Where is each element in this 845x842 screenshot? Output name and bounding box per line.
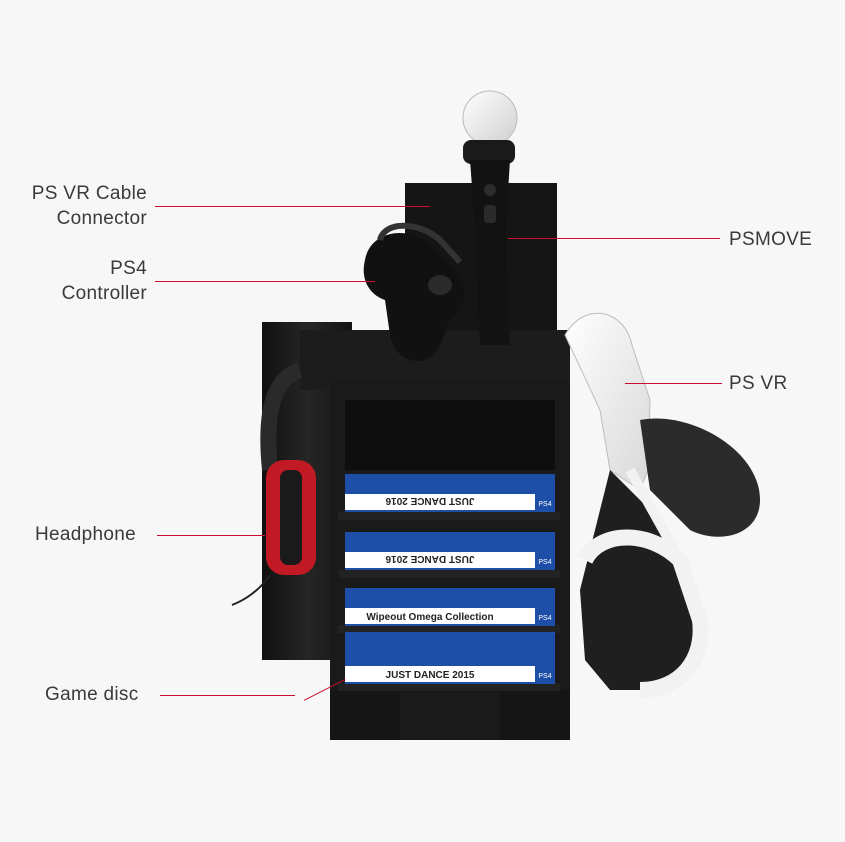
disc-case-spine xyxy=(345,494,555,510)
ps4-badge-text: PS4 xyxy=(538,673,551,680)
disc-spine-title: JUST DANCE 2015 xyxy=(386,670,475,681)
disc-case-spine xyxy=(345,666,555,682)
ps4-badge xyxy=(535,608,555,624)
ps4-badge-text: PS4 xyxy=(538,559,551,566)
shelf-separators xyxy=(338,512,560,691)
label-game-disc: Game disc xyxy=(45,684,139,705)
ps4-controller-graphic xyxy=(363,222,465,362)
ps4-badge xyxy=(535,666,555,682)
game-disc-case: PS4 JUST DANCE 2015 xyxy=(345,632,555,684)
label-headphone: Headphone xyxy=(35,524,136,545)
label-ps4-controller-line1: PS4 xyxy=(110,258,147,279)
psvr-headset-graphic xyxy=(564,312,760,698)
label-cable-connector-line1: PS VR Cable xyxy=(31,183,147,204)
leader-psmove xyxy=(508,238,720,240)
label-cable-connector: PS VR Cable Connector xyxy=(0,181,147,231)
disc-spine-title: Wipeout Omega Collection xyxy=(366,612,493,623)
leader-game-disc xyxy=(160,695,295,697)
label-psmove: PSMOVE xyxy=(729,229,813,250)
headphone-graphic xyxy=(231,362,316,606)
label-cable-connector-line2: Connector xyxy=(56,208,147,229)
disc-case-spine xyxy=(345,552,555,568)
ps4-badge-text: PS4 xyxy=(538,501,551,508)
label-psvr: PS VR xyxy=(729,373,788,394)
stand-foot-left xyxy=(330,690,400,740)
leader-ps4-controller xyxy=(155,281,375,283)
label-ps4-controller-line2: Controller xyxy=(61,283,147,304)
stand-foot-right xyxy=(500,690,570,740)
label-ps4-controller: PS4 Controller xyxy=(0,256,147,306)
stand-inner-shadow xyxy=(345,400,555,470)
disc-case-spine xyxy=(345,608,555,624)
leader-psvr xyxy=(625,383,722,385)
game-disc-case: PS4 Wipeout Omega Collection xyxy=(345,588,555,626)
leader-headphone xyxy=(157,535,265,537)
ps4-badge xyxy=(535,552,555,568)
ps4-badge-text: PS4 xyxy=(538,615,551,622)
disc-spine-title: JUST DANCE 2016 xyxy=(385,553,474,564)
ps4-badge xyxy=(535,494,555,510)
disc-spine-title: JUST DANCE 2016 xyxy=(385,495,474,506)
game-disc-case: PS4 JUST DANCE 2016 xyxy=(345,532,555,570)
leader-cable-connector xyxy=(155,206,430,208)
psmove-controller-graphic xyxy=(462,90,518,345)
game-disc-case: PS4 JUST DANCE 2016 xyxy=(345,474,555,512)
